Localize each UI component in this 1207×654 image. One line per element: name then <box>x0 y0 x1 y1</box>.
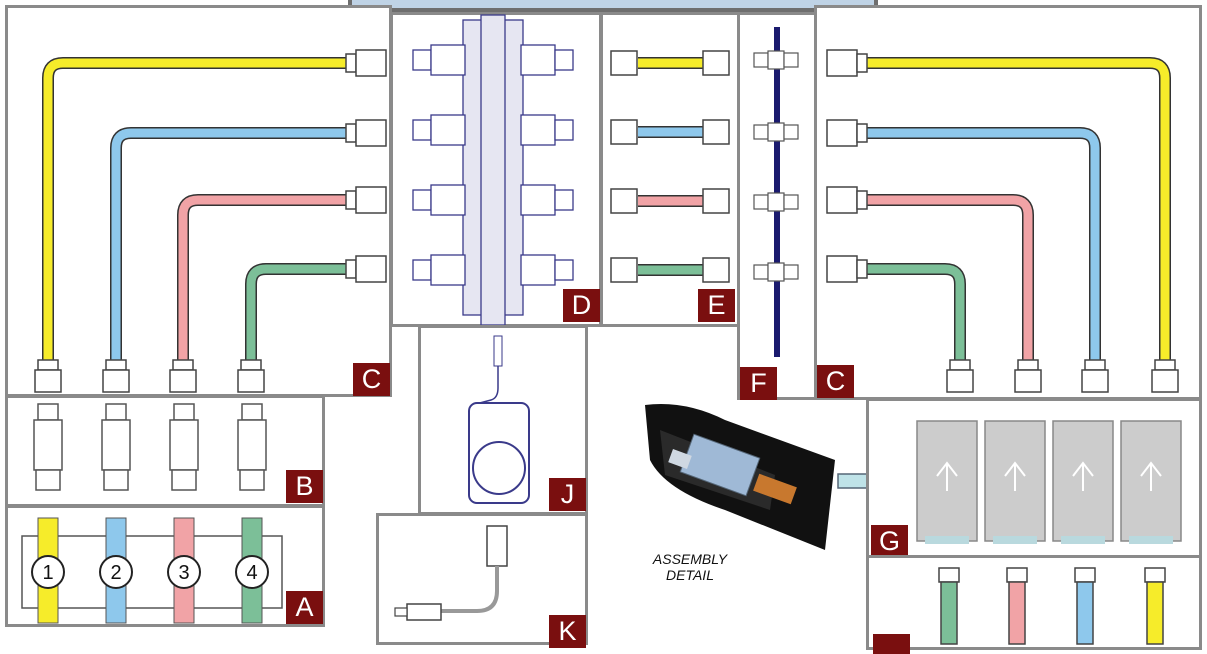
panel-e: E <box>600 12 740 327</box>
top-bar <box>348 0 878 12</box>
bnc-barrel-icon <box>753 50 799 282</box>
assembly-caption-line2: DETAIL <box>666 567 714 583</box>
assembly-caption-line1: ASSEMBLY <box>652 551 728 567</box>
amplifier-module-icon <box>916 420 1182 542</box>
panel-d: D <box>390 12 602 327</box>
badge-g: G <box>871 525 908 558</box>
panel-adapters <box>866 555 1202 654</box>
bnc-connector-icon <box>412 44 574 286</box>
cables-c-left <box>34 49 387 393</box>
bnc-connector-icon <box>826 49 1179 393</box>
panel-a: 1 2 3 4 A <box>5 505 325 627</box>
panel-f: F <box>737 12 817 400</box>
panel-c-right: C <box>814 5 1202 400</box>
cables-c-right <box>826 49 1179 393</box>
panel-j: J <box>418 325 588 515</box>
mounting-rail <box>753 27 799 357</box>
channel-number: 4 <box>246 562 257 584</box>
badge-f: F <box>740 367 777 400</box>
terminators-b <box>33 403 267 491</box>
channel-number: 2 <box>110 562 121 584</box>
channel-number: 1 <box>42 562 53 584</box>
channel-number: 3 <box>178 562 189 584</box>
assembly-detail-illustration <box>645 404 835 550</box>
badge-c-left: C <box>353 363 390 396</box>
bnc-connector-icon <box>610 50 730 283</box>
badge-a: A <box>286 591 323 624</box>
usb-cable-icon <box>394 525 508 621</box>
assembly-caption: ASSEMBLY DETAIL <box>640 551 740 583</box>
badge-k: K <box>549 615 586 648</box>
bnc-connector-icon <box>34 49 387 393</box>
amplifier-modules-g <box>916 420 1182 544</box>
panel-b: B <box>5 395 325 507</box>
badge-d: D <box>563 289 600 322</box>
panel-c-left: C <box>5 5 392 397</box>
adapters-drawing <box>938 567 1166 645</box>
panel-k: K <box>376 513 588 648</box>
badge-b: B <box>286 470 323 503</box>
channel-block-a: 1 2 3 4 <box>21 517 283 624</box>
badge-partial <box>873 634 910 654</box>
patch-cables-e <box>610 50 730 283</box>
panel-g: G <box>866 398 1202 558</box>
badge-c-right: C <box>817 365 854 398</box>
badge-j: J <box>549 478 586 511</box>
badge-e: E <box>698 289 735 322</box>
bnc-barrel-icon <box>33 403 267 491</box>
power-supply-icon <box>468 335 530 504</box>
patch-panel-drawing <box>412 14 574 326</box>
